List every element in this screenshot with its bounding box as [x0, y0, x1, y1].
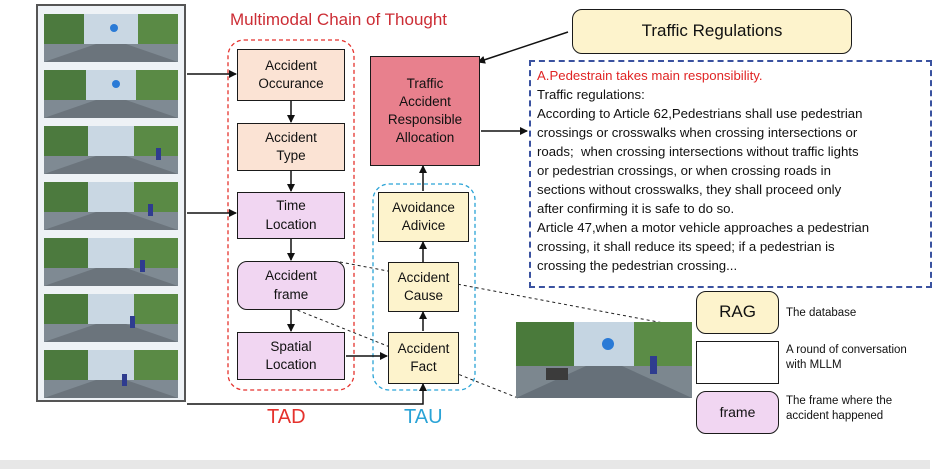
node-accident-occurrence: Accident Occurance	[237, 49, 345, 101]
answer-line: or pedestrian crossings, or when crossin…	[537, 163, 831, 178]
answer-line: crossing the pedestrian crossing...	[537, 258, 738, 273]
node-label: Accident Cause	[397, 269, 450, 303]
answer-line: after confirming it is safe to do so.	[537, 201, 735, 216]
node-label: Accident Fact	[397, 340, 450, 374]
legend-rag-swatch: RAG	[696, 291, 779, 334]
tau-region	[372, 183, 476, 391]
node-accident-cause: Accident Cause	[388, 262, 459, 312]
answer-line: roads; when crossing intersections witho…	[537, 144, 859, 159]
dashcam-frame	[44, 350, 178, 398]
legend-round-desc: A round of conversation with MLLM	[786, 344, 907, 371]
legend-rag-label: RAG	[719, 302, 756, 322]
dashcam-frame	[44, 70, 178, 118]
node-avoidance-advice: Avoidance Adivice	[378, 192, 469, 242]
answer-panel: A.Pedestrain takes main responsibility. …	[529, 60, 932, 288]
node-label: Time Location	[265, 198, 317, 232]
dashcam-frame	[44, 294, 178, 342]
node-accident-type: Accident Type	[237, 123, 345, 171]
dashcam-frame	[44, 14, 178, 62]
node-label: Accident frame	[265, 268, 317, 302]
answer-line: crossings or crosswalks when crossing in…	[537, 125, 858, 140]
dashcam-frames-column	[36, 4, 186, 402]
arrow-frames-to-fact	[187, 383, 427, 405]
node-accident-fact: Accident Fact	[388, 332, 459, 384]
node-traffic-regulations: Traffic Regulations	[572, 9, 852, 54]
node-accident-frame: Accident frame	[237, 261, 345, 310]
caption-strip	[0, 460, 930, 469]
answer-line: Traffic regulations:	[537, 87, 645, 102]
answer-line: sections without crosswalks, they shall …	[537, 182, 842, 197]
zoomed-accident-frame	[516, 322, 692, 398]
node-spatial-location: Spatial Location	[237, 332, 345, 380]
tad-label: TAD	[267, 406, 306, 428]
legend-rag-desc: The database	[786, 307, 857, 319]
answer-line: According to Article 62,Pedestrians shal…	[537, 106, 863, 121]
answer-headline: A.Pedestrain takes main responsibility.	[537, 68, 763, 83]
dashcam-frame	[44, 182, 178, 230]
node-label: Spatial Location	[265, 338, 317, 372]
node-label: Accident Type	[265, 129, 317, 163]
legend-frame-label: frame	[719, 404, 756, 421]
answer-line: crossing, it shall reduce its speed; if …	[537, 239, 835, 254]
arrow-regulations-to-allocation	[477, 31, 569, 64]
chain-title: Multimodal Chain of Thought	[230, 10, 448, 29]
node-label: Avoidance Adivice	[392, 199, 455, 233]
answer-line: Article 47,when a motor vehicle approach…	[537, 220, 870, 235]
legend-round-swatch	[696, 341, 779, 384]
node-label: Traffic Regulations	[641, 21, 783, 41]
legend-frame-swatch: frame	[696, 391, 779, 434]
node-time-location: Time Location	[237, 192, 345, 239]
node-label: Accident Occurance	[258, 57, 324, 91]
node-responsible-allocation: Traffic Accident Responsible Allocation	[370, 56, 480, 166]
node-label: Traffic Accident Responsible Allocation	[387, 75, 463, 146]
legend-frame-desc: The frame where the accident happened	[786, 395, 893, 422]
zoom-line-top	[339, 261, 691, 329]
tau-label: TAU	[404, 406, 443, 428]
dashcam-frame	[44, 238, 178, 286]
dashcam-frame	[44, 126, 178, 174]
